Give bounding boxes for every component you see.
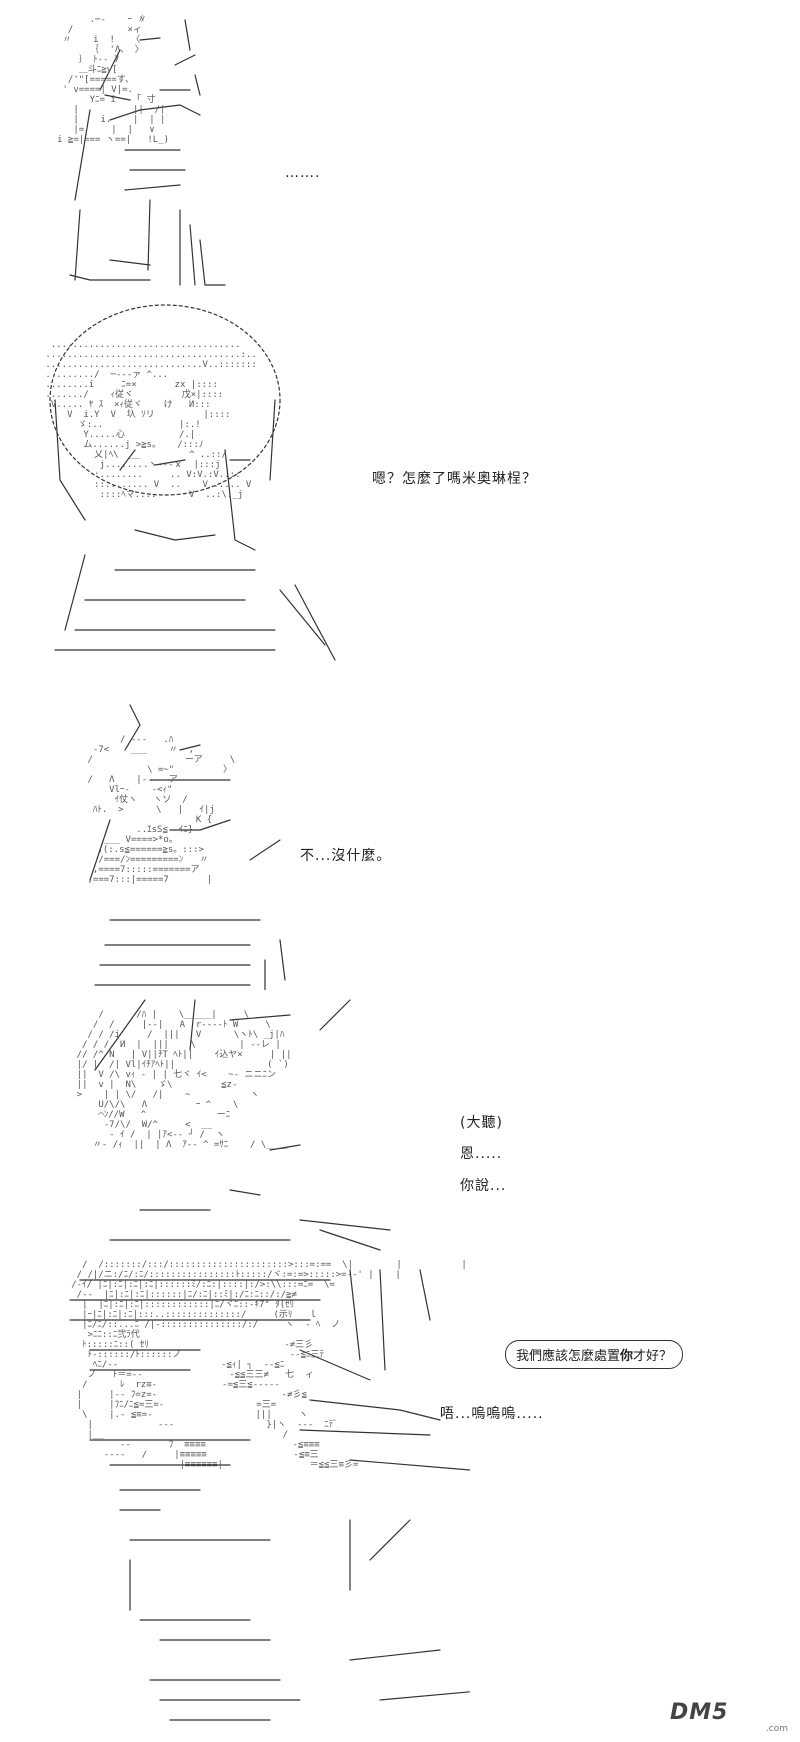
ascii-art-face-closeup — [25, 300, 365, 670]
ascii-art-group-scene — [50, 990, 410, 1260]
panel-3: / ‐‐‐ .ﾊ -7< ___ 〃 , / ーア \ \ =~" 〉 / Λ … — [0, 680, 800, 990]
watermark-logo: DM5 .com — [670, 1700, 790, 1734]
speech-bubble: 我們應該怎麼處置你才好？ — [505, 1340, 684, 1369]
panel-4: / /ﾊ | \_____| \ / / |‐‐| A r‐‐‐‐ﾄ W \ /… — [0, 990, 800, 1260]
dialogue-text: 你說... — [460, 1178, 507, 1194]
dialogue-text: (大聽) — [460, 1115, 503, 1131]
ascii-art-figure-standing — [30, 10, 230, 295]
ascii-art-text: / ‐‐‐ .ﾊ -7< ___ 〃 , / ーア \ \ =~" 〉 / Λ … — [87, 735, 236, 885]
ascii-art-text: / /ﾊ | \_____| \ / / |‐‐| A r‐‐‐‐ﾄ W \ /… — [76, 1010, 292, 1150]
logo-mark: DM5 — [670, 1700, 729, 1725]
dialogue-text: 不...沒什麼。 — [300, 848, 392, 864]
ascii-art-crowd-scene — [50, 1260, 470, 1730]
ascii-art-text: .─‐ ｰ ∦ / ×ィ 〃 i ! 〈 ｛ 'Λ、 〉 ｝ ﾄ‐‐ 7 ＿斗ﾆ… — [57, 15, 170, 145]
ascii-art-text: ................................... ....… — [45, 340, 257, 500]
dialogue-text: ……. — [285, 165, 321, 181]
panel-1: .─‐ ｰ ∦ / ×ィ 〃 i ! 〈 ｛ 'Λ、 〉 ｝ ﾄ‐‐ 7 ＿斗ﾆ… — [0, 0, 800, 300]
ascii-art-figure-sitting — [50, 690, 310, 990]
bubble-text-after: 才好？ — [633, 1349, 673, 1364]
dialogue-text: 嗯？怎麼了嗎米奧琳桯？ — [372, 471, 537, 487]
logo-sub: .com — [765, 1724, 788, 1734]
bubble-text-before: 我們應該怎麼處置 — [516, 1349, 621, 1364]
bubble-text-bold: 你 — [620, 1349, 634, 1364]
panel-2: ................................... ....… — [0, 300, 800, 680]
ascii-art-text: / /:::::::/:::/::::::::::::::::::::::>::… — [71, 1260, 467, 1470]
panel-5: / /:::::::/:::/::::::::::::::::::::::>::… — [0, 1260, 800, 1742]
dialogue-text: 唔...嗚嗚嗚..... — [440, 1406, 544, 1422]
dialogue-text: 恩..... — [460, 1146, 503, 1162]
